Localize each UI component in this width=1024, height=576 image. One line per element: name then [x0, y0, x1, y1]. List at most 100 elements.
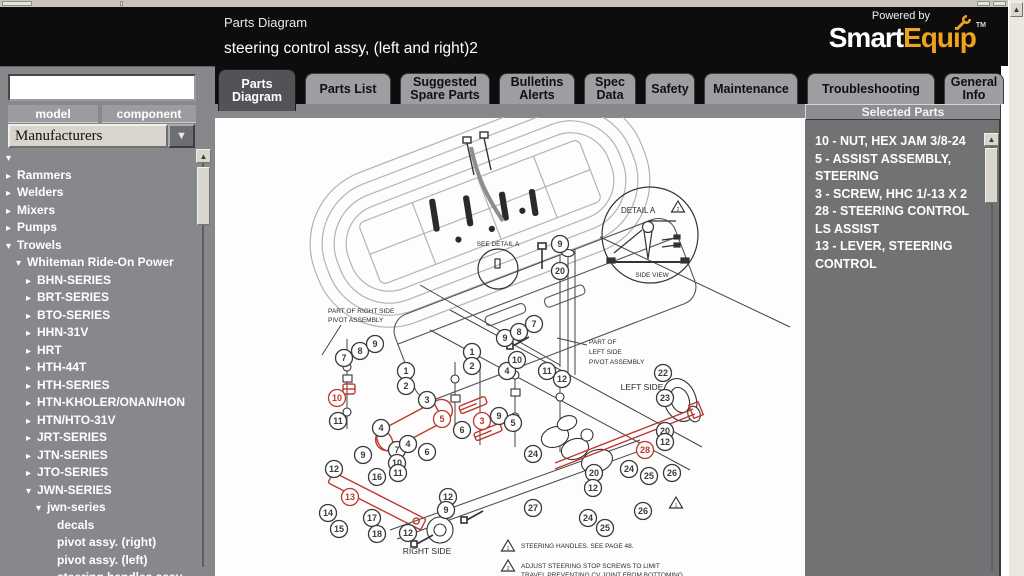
callout-5-selected[interactable]: 5 [432, 409, 452, 429]
callout-13-selected[interactable]: 13 [340, 487, 360, 507]
component-button[interactable]: component [102, 105, 196, 123]
tab-safety[interactable]: Safety [645, 73, 695, 104]
highlighted-parts[interactable] [327, 383, 705, 530]
parts-scrollbar-up-icon[interactable]: ▲ [984, 133, 999, 146]
caret-right-icon[interactable]: ▸ [26, 450, 32, 462]
tree-item-whiteman-ride-on-power[interactable]: ▾Whiteman Ride-On Power [2, 254, 194, 272]
callout-12[interactable]: 12 [583, 478, 603, 498]
tree-item-hrt[interactable]: ▸HRT [2, 342, 194, 360]
tree-item-htn-hto-31v[interactable]: ▸HTN/HTO-31V [2, 412, 194, 430]
callout-3-selected[interactable]: 3 [472, 411, 492, 431]
manufacturers-select[interactable]: Manufacturers [8, 124, 168, 148]
callout-23[interactable]: 23 [655, 388, 675, 408]
callout-17[interactable]: 17 [362, 508, 382, 528]
parts-scrollbar-thumb[interactable] [985, 148, 998, 203]
caret-down-icon[interactable]: ▾ [6, 153, 12, 164]
tree-item-rammers[interactable]: ▸Rammers [2, 167, 194, 185]
callout-6[interactable]: 6 [452, 420, 472, 440]
callout-12[interactable]: 12 [655, 432, 675, 452]
tree-item-steering-handles-assy[interactable]: steering handles assy [2, 569, 194, 576]
see-detail-a-circle[interactable] [477, 248, 519, 290]
callout-25[interactable]: 25 [595, 518, 615, 538]
callout-27[interactable]: 27 [523, 498, 543, 518]
tree-item-bhn-series[interactable]: ▸BHN-SERIES [2, 272, 194, 290]
callout-26[interactable]: 26 [633, 501, 653, 521]
callout-14[interactable]: 14 [318, 503, 338, 523]
callout-12[interactable]: 12 [324, 459, 344, 479]
callout-28-selected[interactable]: 28 [635, 440, 655, 460]
tree-item-root[interactable]: ▾ [2, 149, 194, 167]
tree-item-pivot-assy-right-[interactable]: pivot assy. (right) [2, 534, 194, 552]
callout-18[interactable]: 18 [367, 524, 387, 544]
callout-24[interactable]: 24 [578, 508, 598, 528]
selected-part-item[interactable]: 10 - NUT, HEX JAM 3/8-24 [815, 134, 966, 148]
tree-item-pumps[interactable]: ▸Pumps [2, 219, 194, 237]
tree-item-bto-series[interactable]: ▸BTO-SERIES [2, 307, 194, 325]
search-input[interactable] [8, 74, 196, 101]
callout-9[interactable]: 9 [436, 500, 456, 520]
caret-right-icon[interactable]: ▸ [26, 345, 32, 357]
selected-part-item[interactable]: 28 - STEERING CONTROL LS ASSIST [815, 204, 969, 236]
tree-item-welders[interactable]: ▸Welders [2, 184, 194, 202]
callout-20[interactable]: 20 [550, 261, 570, 281]
callout-9[interactable]: 9 [353, 445, 373, 465]
callout-2[interactable]: 2 [396, 376, 416, 396]
caret-right-icon[interactable]: ▸ [26, 328, 32, 339]
callout-3[interactable]: 3 [417, 390, 437, 410]
callout-10[interactable]: 10 [507, 350, 527, 370]
tree-item-jwn-series[interactable]: ▾JWN-SERIES [2, 482, 194, 500]
caret-down-icon[interactable]: ▾ [36, 503, 42, 514]
callout-4[interactable]: 4 [398, 434, 418, 454]
selected-part-item[interactable]: 3 - SCREW, HHC 1/-13 X 2 [815, 186, 968, 201]
caret-right-icon[interactable]: ▸ [26, 275, 32, 287]
tab-troubleshooting[interactable]: Troubleshooting [807, 73, 935, 104]
callout-2[interactable]: 2 [462, 356, 482, 376]
caret-right-icon[interactable]: ▸ [26, 415, 32, 427]
callout-15[interactable]: 15 [329, 519, 349, 539]
tree-item-pivot-assy-left-[interactable]: pivot assy. (left) [2, 552, 194, 570]
caret-right-icon[interactable]: ▸ [26, 468, 32, 479]
callout-9[interactable]: 9 [550, 234, 570, 254]
tree-item-mixers[interactable]: ▸Mixers [2, 202, 194, 220]
model-button[interactable]: model [8, 105, 98, 123]
caret-right-icon[interactable]: ▸ [26, 293, 32, 304]
callout-7[interactable]: 7 [334, 348, 354, 368]
scrollbar-up-icon[interactable]: ▲ [1010, 2, 1023, 17]
callout-6[interactable]: 6 [417, 442, 437, 462]
tree-scrollbar-track[interactable] [202, 162, 204, 567]
manufacturers-dropdown-arrow-icon[interactable]: ▼ [168, 124, 195, 148]
callout-5[interactable]: 5 [503, 413, 523, 433]
browser-tab-stub[interactable] [2, 1, 32, 6]
callout-11[interactable]: 11 [537, 361, 557, 381]
caret-right-icon[interactable]: ▸ [26, 433, 32, 444]
tree-item-hth-series[interactable]: ▸HTH-SERIES [2, 377, 194, 395]
caret-down-icon[interactable]: ▾ [26, 485, 32, 497]
caret-right-icon[interactable]: ▸ [6, 205, 12, 217]
tree-item-brt-series[interactable]: ▸BRT-SERIES [2, 289, 194, 307]
callout-12[interactable]: 12 [552, 369, 572, 389]
callout-16[interactable]: 16 [367, 467, 387, 487]
tree-item-trowels[interactable]: ▾Trowels [2, 237, 194, 255]
caret-right-icon[interactable]: ▸ [26, 380, 32, 392]
selected-part-item[interactable]: 13 - LEVER, STEERING CONTROL [815, 239, 953, 271]
caret-down-icon[interactable]: ▾ [16, 258, 22, 269]
callout-7[interactable]: 7 [524, 314, 544, 334]
tab-maintenance[interactable]: Maintenance [704, 73, 798, 104]
callout-9[interactable]: 9 [365, 334, 385, 354]
caret-right-icon[interactable]: ▸ [6, 223, 12, 234]
tree-item-hhn-31v[interactable]: ▸HHN-31V [2, 324, 194, 342]
callout-11[interactable]: 11 [388, 463, 408, 483]
tree-item-decals[interactable]: decals [2, 517, 194, 535]
tree-item-jtn-series[interactable]: ▸JTN-SERIES [2, 447, 194, 465]
callout-11[interactable]: 11 [328, 411, 348, 431]
tree-item-jto-series[interactable]: ▸JTO-SERIES [2, 464, 194, 482]
browser-control-stub[interactable] [993, 1, 1006, 6]
browser-vertical-scrollbar[interactable]: ▲ [1008, 0, 1024, 576]
tree-item-jrt-series[interactable]: ▸JRT-SERIES [2, 429, 194, 447]
callout-12[interactable]: 12 [398, 523, 418, 543]
